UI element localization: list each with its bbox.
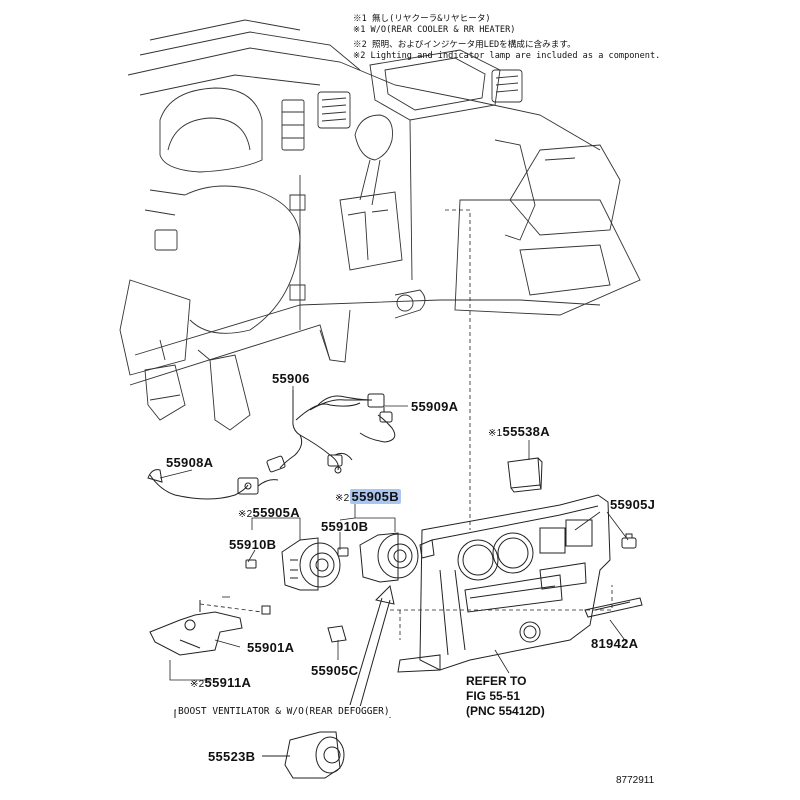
label-55910B-right[interactable]: 55910B: [321, 519, 369, 534]
arrow-to-boost: [350, 586, 394, 707]
note-line-3: ※2 照明、およびインジケータ用LEDを構成に含みます。: [353, 40, 576, 50]
label-55911A[interactable]: ※255911A: [190, 675, 251, 690]
dashboard-outline: [120, 20, 640, 430]
text-55905B: 55905B: [349, 489, 401, 504]
heater-control-panel: [398, 495, 610, 672]
text-55911A: 55911A: [204, 675, 252, 690]
reference-line-1: REFER TO: [466, 674, 527, 688]
note-line-4: ※2 Lighting and indicator lamp are inclu…: [353, 51, 661, 61]
dashed-guides: [200, 210, 612, 640]
mark-55911A: ※2: [190, 679, 205, 690]
knob-55905A: [246, 538, 340, 590]
reference-line-2: FIG 55-51: [466, 689, 521, 703]
label-55905J[interactable]: 55905J: [610, 497, 656, 512]
boost-ventilator-label: BOOST VENTILATOR & W/O(REAR DEFOGGER): [176, 706, 392, 717]
label-55909A[interactable]: 55909A: [411, 399, 459, 414]
bracket-55901A: [150, 600, 270, 655]
switch-55538A: [508, 458, 542, 492]
label-81942A[interactable]: 81942A: [591, 636, 639, 651]
clip-55905C: [328, 626, 346, 642]
note-line-2: ※1 W/O(REAR COOLER & RR HEATER): [353, 25, 516, 35]
leader-lines: [160, 386, 628, 680]
wire-harness-55906: [266, 390, 394, 473]
text-55905A: 55905A: [252, 505, 300, 520]
mark-55538A: ※1: [488, 428, 503, 439]
label-55910B-left[interactable]: 55910B: [229, 537, 277, 552]
label-55523B[interactable]: 55523B: [208, 749, 256, 764]
note-line-1: ※1 無し(リヤクーラ&リヤヒータ): [353, 14, 491, 24]
label-55538A[interactable]: ※155538A: [488, 424, 550, 439]
label-55908A[interactable]: 55908A: [166, 455, 214, 470]
label-55905C[interactable]: 55905C: [311, 663, 359, 678]
cable-55908A: [148, 470, 278, 499]
label-55906[interactable]: 55906: [272, 371, 310, 386]
clip-55905J: [622, 534, 636, 548]
mark-55905A: ※2: [238, 509, 253, 520]
label-55905A[interactable]: ※255905A: [238, 505, 300, 520]
mark-55905B: ※2: [335, 493, 350, 504]
plate-81942A: [585, 598, 642, 617]
figure-id: 8772911: [616, 775, 655, 786]
label-55901A[interactable]: 55901A: [247, 640, 295, 655]
reference-note: REFER TO FIG 55-51 (PNC 55412D): [466, 674, 545, 719]
reference-line-3: (PNC 55412D): [466, 704, 545, 718]
knob-55905B: [338, 533, 418, 582]
text-55538A: 55538A: [502, 424, 550, 439]
boost-section: [175, 710, 390, 778]
